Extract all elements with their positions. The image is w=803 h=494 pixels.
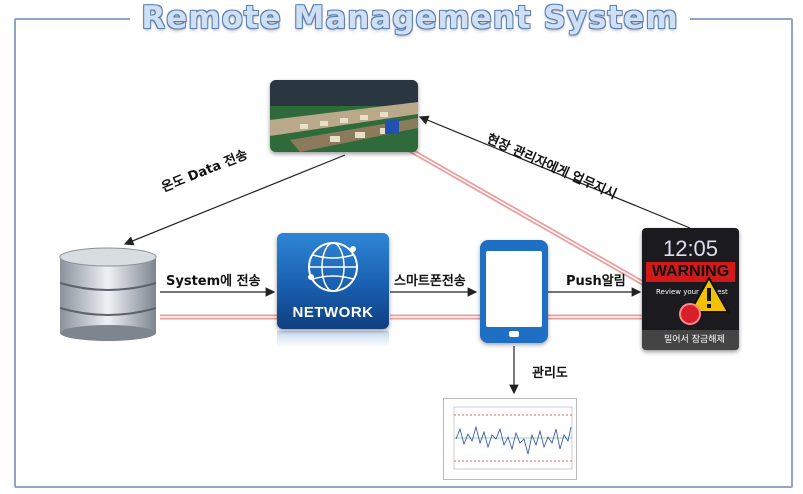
network-node: NETWORK bbox=[277, 233, 389, 329]
phone-alert-screen: 12:05 WARNING Review your request 밀어서 잠금… bbox=[642, 228, 739, 350]
warehouse-image bbox=[270, 80, 418, 152]
unlock-bar[interactable]: 밀어서 잠금해제 bbox=[642, 330, 739, 350]
control-chart-label: 관리도 bbox=[532, 362, 568, 381]
arrow-to-database bbox=[125, 155, 345, 244]
network-label: NETWORK bbox=[277, 304, 389, 321]
system-send-label: System에 전송 bbox=[166, 270, 261, 289]
smartphone-icon bbox=[480, 240, 548, 343]
network-reflection bbox=[277, 331, 389, 347]
control-chart-image bbox=[443, 398, 577, 480]
smartphone-send-label: 스마트폰전송 bbox=[394, 270, 466, 289]
database-icon bbox=[58, 247, 158, 342]
globe-icon bbox=[277, 233, 389, 303]
push-alert-label: Push알림 bbox=[566, 270, 626, 289]
